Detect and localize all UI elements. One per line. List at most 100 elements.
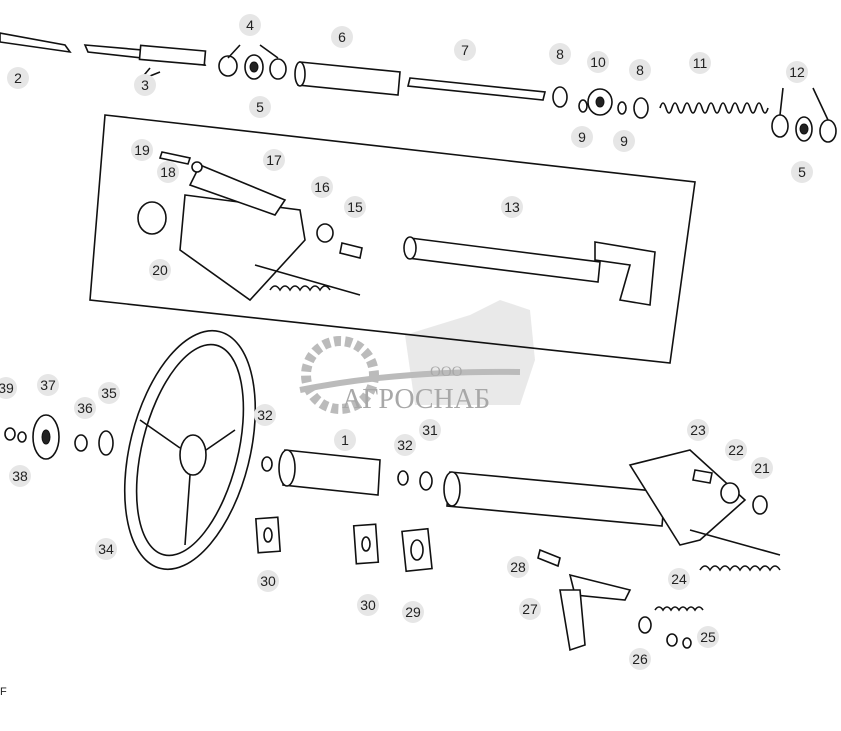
callout-36: 36 <box>74 397 96 419</box>
callout-39: 39 <box>0 377 17 399</box>
callout-24: 24 <box>668 568 690 590</box>
callout-12: 12 <box>786 61 808 83</box>
callout-3: 3 <box>134 74 156 96</box>
callout-circle <box>786 61 808 83</box>
watermark-prefix: ООО <box>430 364 463 380</box>
callout-19: 19 <box>131 139 153 161</box>
callout-circle <box>344 196 366 218</box>
callout-circle <box>249 96 271 118</box>
callout-29: 29 <box>402 601 424 623</box>
callout-circle <box>257 570 279 592</box>
callout-circle <box>98 382 120 404</box>
callout-number: 9 <box>620 133 628 149</box>
callout-number: 20 <box>152 262 168 278</box>
callout-circle <box>689 52 711 74</box>
callout-circle <box>454 39 476 61</box>
callout-circle <box>402 601 424 623</box>
callout-9: 9 <box>571 126 593 148</box>
callout-31: 31 <box>419 419 441 441</box>
callout-circle <box>697 626 719 648</box>
callout-27: 27 <box>519 598 541 620</box>
callout-circle <box>751 457 773 479</box>
top-shaft-assembly <box>0 32 837 143</box>
callout-number: 34 <box>98 541 114 557</box>
callout-number: 37 <box>40 377 56 393</box>
callout-number: 17 <box>266 152 282 168</box>
callout-7: 7 <box>454 39 476 61</box>
callout-30: 30 <box>357 594 379 616</box>
callout-number: 24 <box>671 571 687 587</box>
callout-number: 30 <box>360 597 376 613</box>
callout-number: 2 <box>14 70 22 86</box>
callout-circle <box>131 139 153 161</box>
callout-number: 12 <box>789 64 805 80</box>
bracket-inset-frame <box>89 114 696 364</box>
callout-22: 22 <box>725 439 747 461</box>
callout-5: 5 <box>791 161 813 183</box>
callout-circle <box>149 259 171 281</box>
callout-6: 6 <box>331 26 353 48</box>
callout-number: 19 <box>134 142 150 158</box>
callout-8: 8 <box>629 59 651 81</box>
callout-number: 8 <box>636 62 644 78</box>
callout-28: 28 <box>507 556 529 578</box>
callout-number: 5 <box>256 99 264 115</box>
callout-number: 8 <box>556 46 564 62</box>
callout-number: 13 <box>504 199 520 215</box>
callout-circle <box>587 51 609 73</box>
callout-number: 32 <box>257 407 273 423</box>
callout-17: 17 <box>263 149 285 171</box>
callout-number: 21 <box>754 460 770 476</box>
callout-circle <box>239 14 261 36</box>
callout-20: 20 <box>149 259 171 281</box>
callout-number: 15 <box>347 199 363 215</box>
callout-2: 2 <box>7 67 29 89</box>
callout-number: 35 <box>101 385 117 401</box>
watermark-logo: ООО АГРОСНАБ <box>299 300 535 415</box>
callout-circle <box>37 374 59 396</box>
steering-wheel-assembly <box>4 329 433 573</box>
column-pedal-assembly <box>443 449 781 652</box>
callout-10: 10 <box>587 51 609 73</box>
callout-26: 26 <box>629 648 651 670</box>
callout-number: 39 <box>0 380 14 396</box>
callout-8: 8 <box>549 43 571 65</box>
callout-circle <box>134 74 156 96</box>
callout-circle <box>725 439 747 461</box>
callout-4: 4 <box>239 14 261 36</box>
callout-circle <box>571 126 593 148</box>
watermark-name: АГРОСНАБ <box>342 384 490 415</box>
callout-number: 22 <box>728 442 744 458</box>
callout-number: 4 <box>246 17 254 33</box>
callout-circle <box>791 161 813 183</box>
callout-circle <box>95 538 117 560</box>
callout-circle <box>157 161 179 183</box>
callout-circle <box>687 419 709 441</box>
callout-number: 28 <box>510 559 526 575</box>
stray-mark: F <box>0 686 7 698</box>
callout-23: 23 <box>687 419 709 441</box>
callout-circle <box>254 404 276 426</box>
callout-circle <box>419 419 441 441</box>
callout-37: 37 <box>37 374 59 396</box>
callout-11: 11 <box>689 52 711 74</box>
callout-circle <box>629 59 651 81</box>
callout-number: 29 <box>405 604 421 620</box>
callout-circle <box>0 377 17 399</box>
callout-circle <box>394 434 416 456</box>
callout-5: 5 <box>249 96 271 118</box>
callout-circle <box>311 176 333 198</box>
callout-15: 15 <box>344 196 366 218</box>
callout-circle <box>263 149 285 171</box>
callout-16: 16 <box>311 176 333 198</box>
callout-circle <box>629 648 651 670</box>
callout-circle <box>74 397 96 419</box>
callout-circle <box>7 67 29 89</box>
callout-circle <box>334 429 356 451</box>
callout-number: 5 <box>798 164 806 180</box>
callout-number: 9 <box>578 129 586 145</box>
callout-number: 18 <box>160 164 176 180</box>
